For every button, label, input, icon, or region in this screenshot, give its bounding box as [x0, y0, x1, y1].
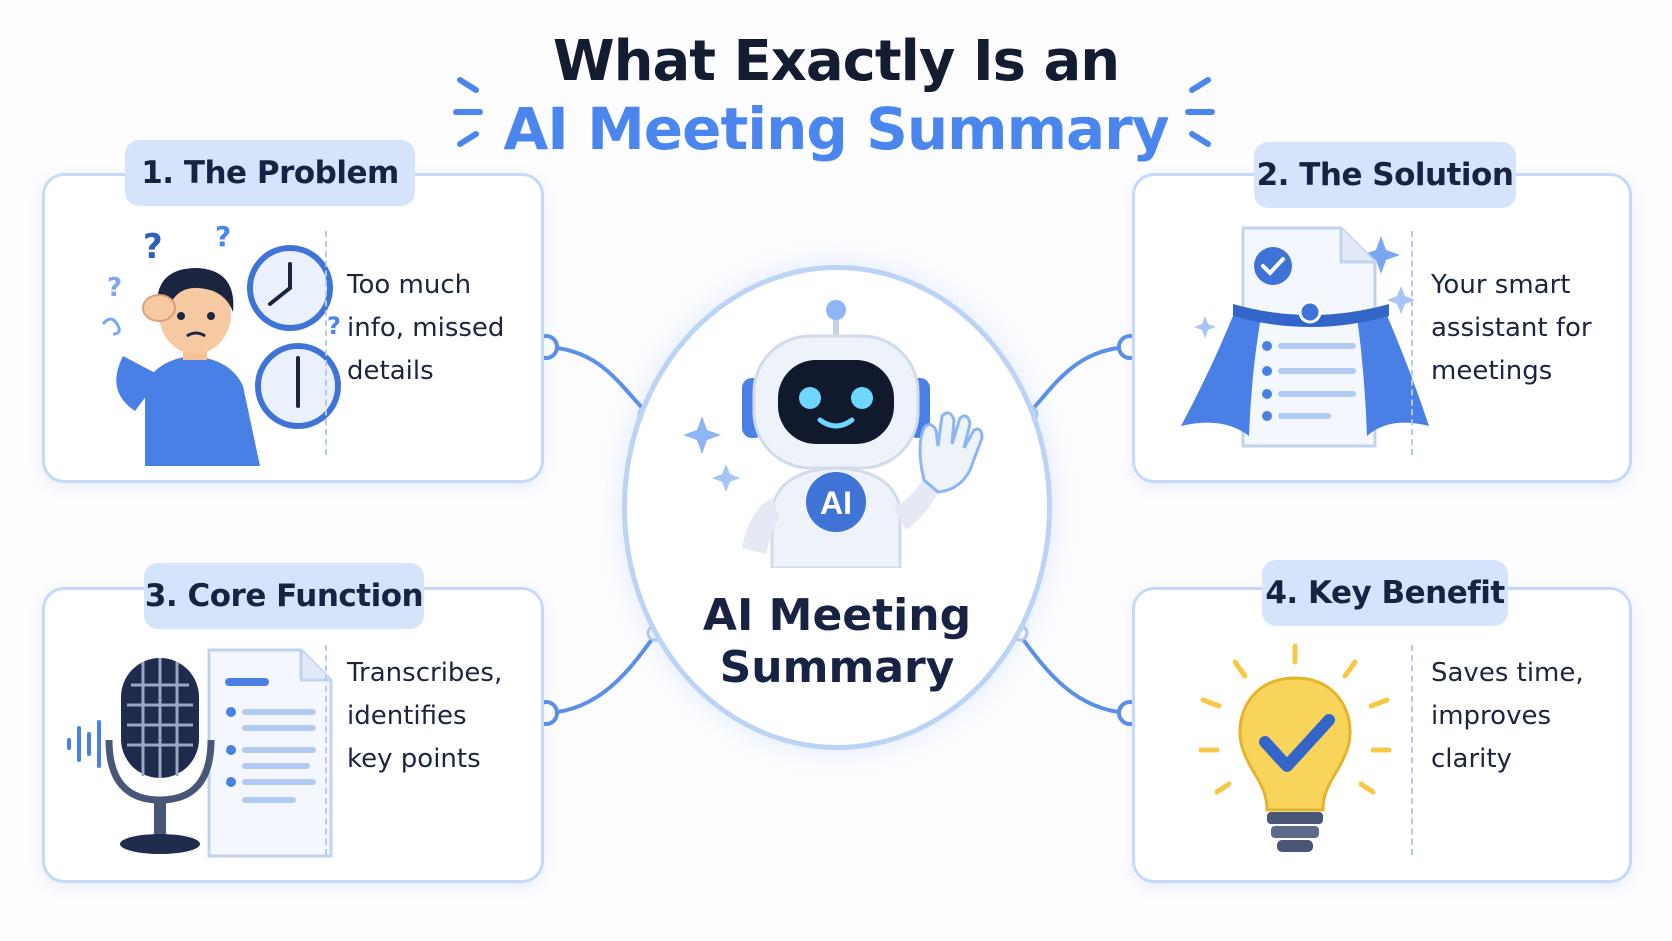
connector-solution — [1028, 345, 1129, 414]
page-title: What Exactly Is an AI Meeting Summary — [0, 30, 1672, 162]
card-core-heading: 3. Core Function — [144, 563, 424, 629]
connector-core — [547, 633, 657, 715]
card-divider — [1411, 645, 1413, 855]
center-ai-badge: AI — [820, 485, 852, 521]
svg-text:?: ? — [327, 312, 341, 340]
card-divider — [1411, 231, 1413, 455]
card-benefit: Saves time, improves clarity — [1132, 587, 1632, 883]
connector-benefit — [1018, 633, 1129, 715]
lightbulb-checkmark-icon — [1198, 643, 1392, 852]
svg-text:?: ? — [143, 227, 163, 267]
document-with-cape-icon — [1181, 226, 1429, 448]
title-line-1: What Exactly Is an — [552, 29, 1120, 94]
card-solution-heading: 2. The Solution — [1254, 142, 1516, 208]
title-line-2: AI Meeting Summary — [503, 94, 1169, 163]
card-problem-heading: 1. The Problem — [125, 140, 415, 206]
card-benefit-text: Saves time, improves clarity — [1431, 658, 1584, 774]
card-solution: Your smart assistant for meetings — [1132, 173, 1632, 483]
microphone-and-document-icon — [67, 648, 333, 858]
burst-left-icon — [453, 77, 483, 147]
card-core-text: Transcribes, identifies key points — [347, 658, 503, 774]
svg-text:?: ? — [107, 273, 122, 303]
card-solution-text: Your smart assistant for meetings — [1431, 270, 1592, 386]
burst-right-icon — [1185, 77, 1215, 147]
card-divider — [325, 231, 327, 455]
card-problem-text: Too much info, missed details — [347, 270, 505, 386]
center-label: AI Meeting Summary — [702, 590, 972, 693]
card-problem: ? ? ? ? Too much info, missed details — [42, 173, 544, 483]
confused-person-with-clocks-icon: ? ? ? ? — [101, 220, 341, 466]
card-benefit-heading: 4. Key Benefit — [1262, 560, 1508, 626]
card-divider — [325, 645, 327, 855]
svg-text:?: ? — [215, 220, 231, 253]
card-core: Transcribes, identifies key points — [42, 587, 544, 883]
connector-problem — [547, 345, 648, 414]
waving-robot-icon: AI — [683, 300, 984, 568]
